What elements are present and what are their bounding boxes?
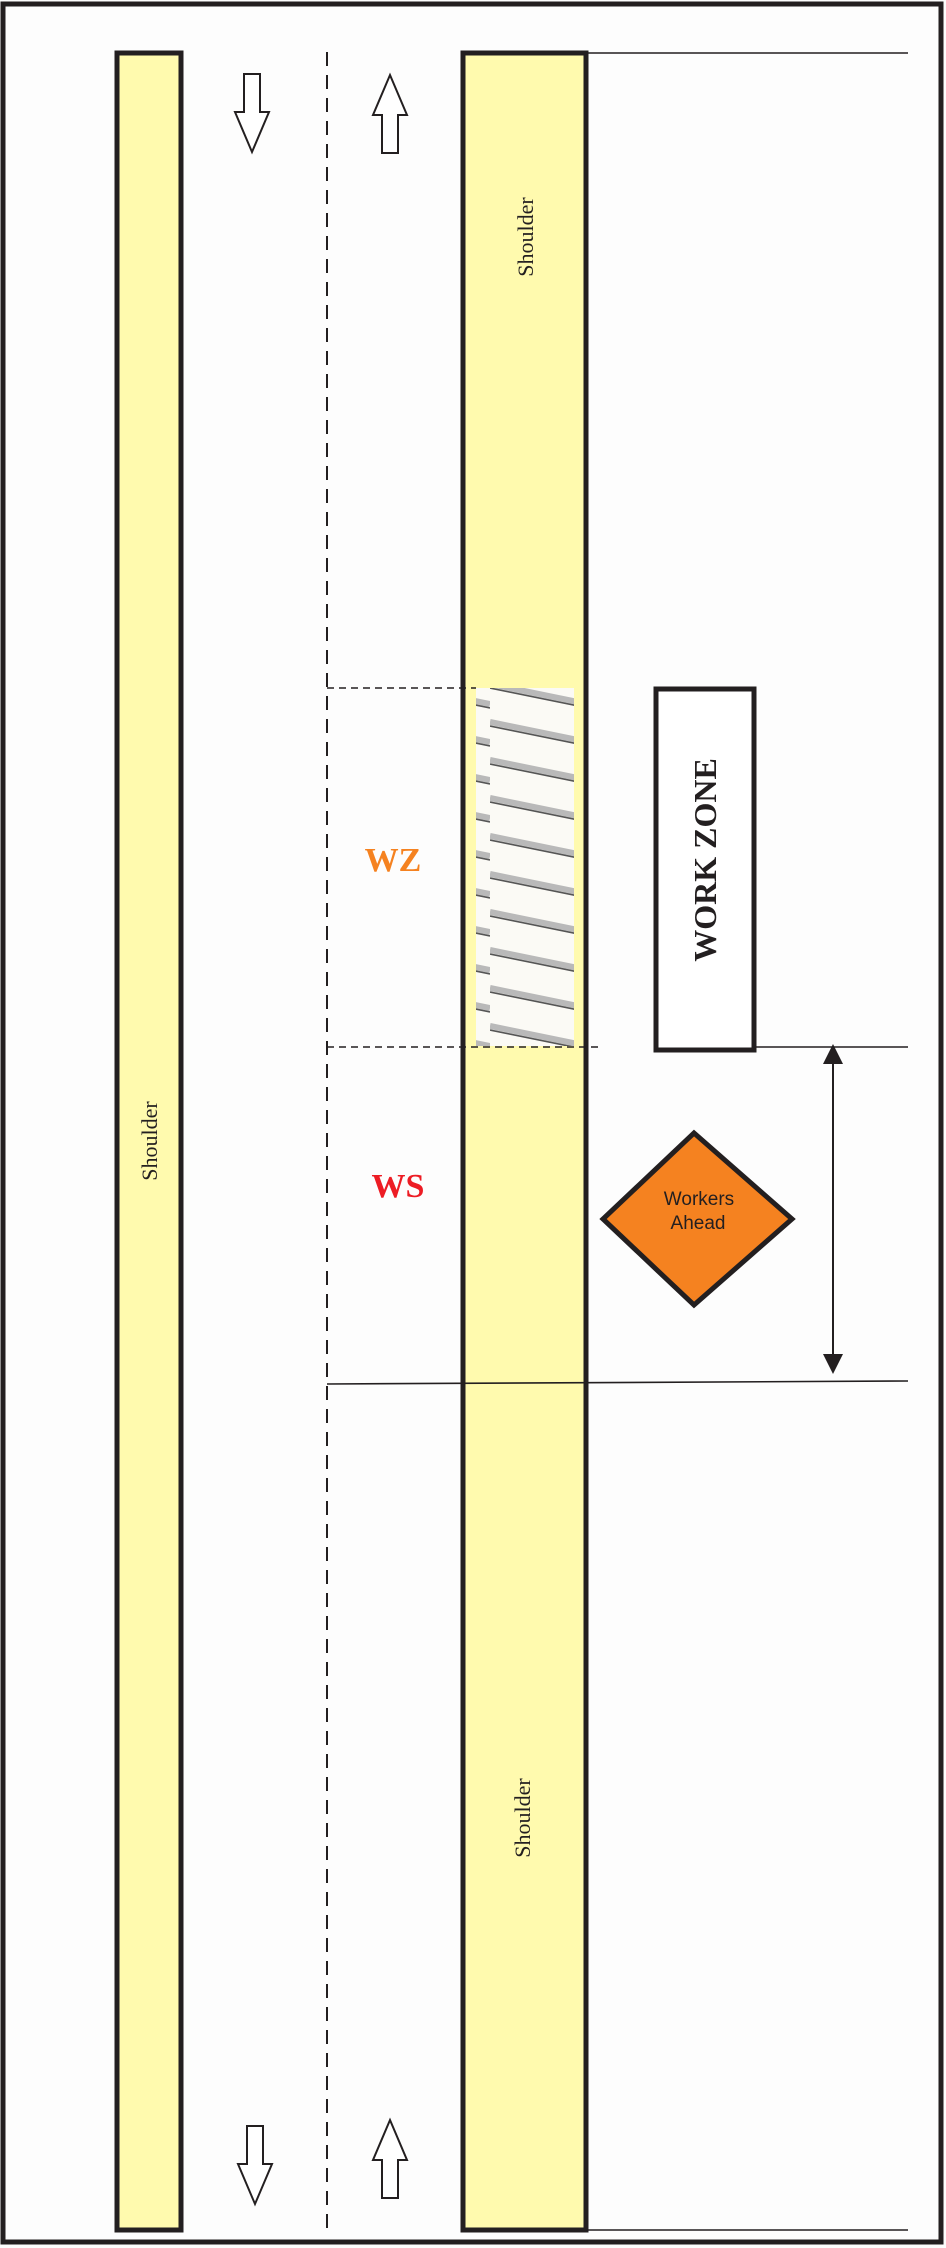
right-shoulder-label-upper: Shoulder bbox=[513, 197, 538, 277]
warning-area-bottom-boundary bbox=[326, 1380, 909, 1385]
ws-label: WS bbox=[372, 1168, 425, 1205]
up-arrow-icon-bottom bbox=[371, 2117, 409, 2199]
right-shoulder bbox=[460, 50, 589, 2233]
work-zone-sign-text: WORK ZONE bbox=[687, 758, 723, 962]
workers-ahead-diamond-sign bbox=[599, 1129, 796, 1309]
left-shoulder bbox=[114, 50, 184, 2233]
diamond-sign-line1: Workers bbox=[664, 1189, 734, 1210]
down-arrow-icon-top bbox=[233, 73, 271, 155]
left-shoulder-label: Shoulder bbox=[137, 1101, 162, 1181]
work-zone-hatched-area bbox=[476, 688, 574, 1046]
work-zone-sign bbox=[653, 686, 757, 1053]
wz-label: WZ bbox=[365, 842, 422, 879]
up-arrow-icon-top bbox=[371, 72, 409, 154]
right-shoulder-label-lower: Shoulder bbox=[510, 1778, 535, 1858]
diamond-sign-line2: Ahead bbox=[671, 1213, 726, 1234]
down-arrow-icon-bottom bbox=[236, 2125, 274, 2207]
